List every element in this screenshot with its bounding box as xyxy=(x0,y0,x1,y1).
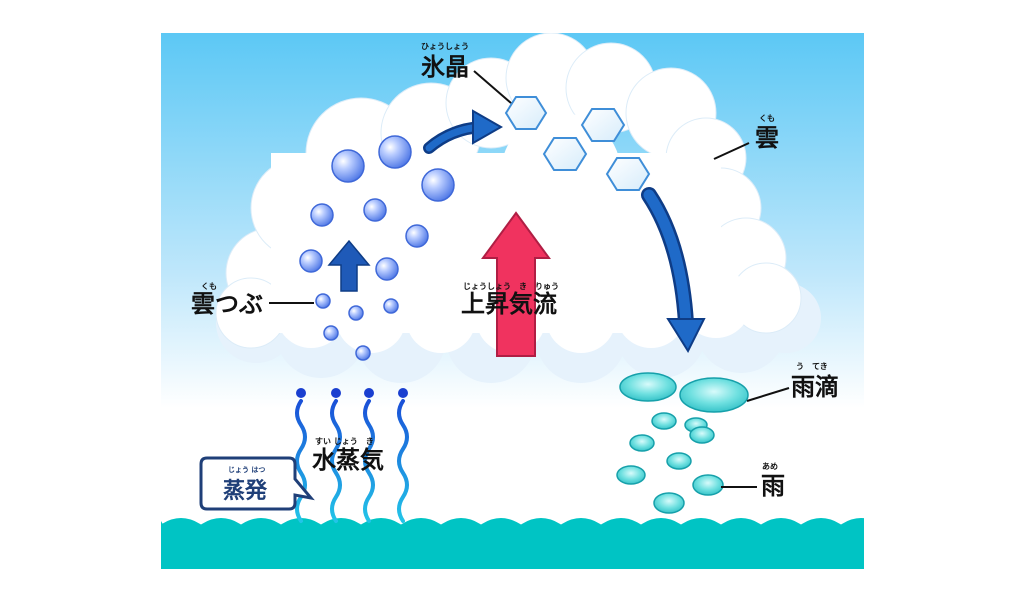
sea xyxy=(161,512,864,569)
rain-drops xyxy=(616,372,749,514)
evaporation-ruby: じょう はつ xyxy=(228,466,266,474)
fall-arrow xyxy=(641,187,706,354)
updraft-label: 上昇気流 xyxy=(461,290,557,318)
rain-label: 雨 xyxy=(761,472,785,500)
water-vapor-dots xyxy=(296,388,408,398)
ice-crystal-ruby: ひょうしょう xyxy=(421,42,469,51)
ice-crystal-label: 氷晶 xyxy=(421,53,469,81)
water-vapor-lines xyxy=(295,399,409,523)
cloud-droplet-ruby: くも xyxy=(201,282,217,291)
evaporation-callout xyxy=(199,456,315,511)
cloud-droplet-label: 雲つぶ xyxy=(191,290,263,318)
updraft-arrow xyxy=(481,211,551,357)
droplet-rise-arrow xyxy=(327,239,371,292)
raindrop-label: 雨滴 xyxy=(791,373,839,401)
water-vapor-ruby: すい じょう き xyxy=(315,437,374,446)
water-cycle-diagram: ひょうしょう 氷晶 くも 雲 くも 雲つぶ じょうしょう き りゅう 上昇気流 … xyxy=(161,33,864,569)
diagram-canvas xyxy=(161,33,864,569)
updraft-ruby: じょうしょう き りゅう xyxy=(463,282,559,291)
raindrop-ruby: う てき xyxy=(796,362,828,371)
cloud-ruby: くも xyxy=(759,114,775,123)
evaporation-label: 蒸発 xyxy=(223,479,268,504)
ice-crystals xyxy=(504,96,651,191)
cloud xyxy=(215,33,821,383)
water-vapor-label: 水蒸気 xyxy=(312,446,384,474)
cloud-label: 雲 xyxy=(755,124,779,152)
cloud-droplets xyxy=(299,135,455,361)
rise-to-ice-arrow xyxy=(423,109,504,154)
leader-lines xyxy=(269,70,790,488)
rain-ruby: あめ xyxy=(762,462,778,471)
